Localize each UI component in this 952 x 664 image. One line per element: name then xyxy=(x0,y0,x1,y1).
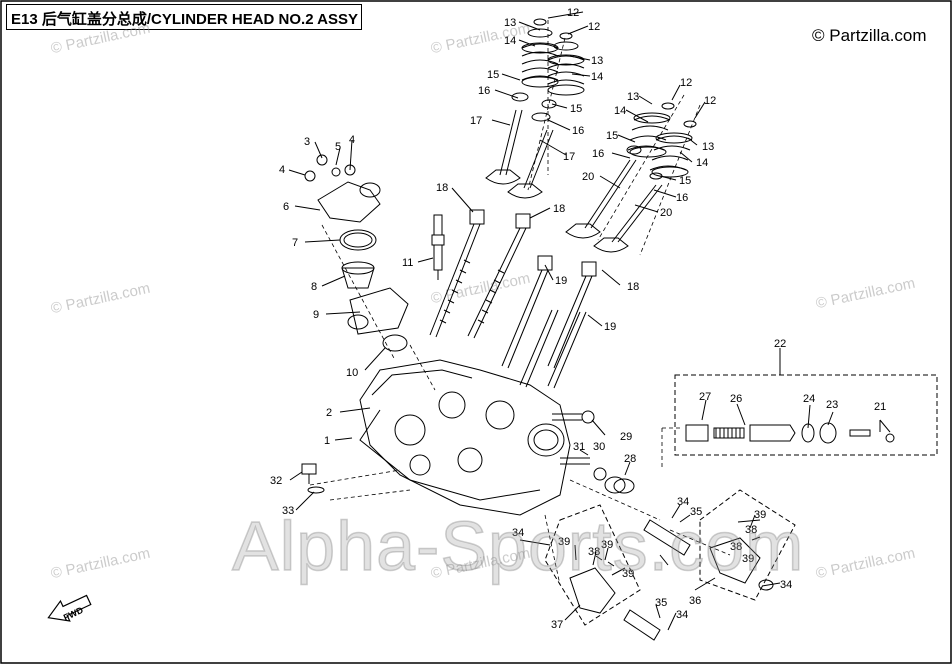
title-box: E13 后气缸盖分总成/CYLINDER HEAD NO.2 ASSY xyxy=(6,4,362,30)
callout-9: 9 xyxy=(313,309,319,321)
callout-34: 34 xyxy=(512,527,524,539)
callout-18: 18 xyxy=(627,281,639,293)
callout-27: 27 xyxy=(699,391,711,403)
diagram-title: E13 后气缸盖分总成/CYLINDER HEAD NO.2 ASSY xyxy=(11,11,359,28)
callout-4: 4 xyxy=(279,164,285,176)
callout-15: 15 xyxy=(487,69,499,81)
callout-23: 23 xyxy=(826,399,838,411)
callout-39: 39 xyxy=(601,539,613,551)
watermark-alpha-sports: Alpha-Sports.com xyxy=(231,506,805,586)
callout-5: 5 xyxy=(335,141,341,153)
callout-12: 12 xyxy=(588,21,600,33)
callout-34: 34 xyxy=(677,496,689,508)
callout-22: 22 xyxy=(774,338,786,350)
callout-37: 37 xyxy=(551,619,563,631)
callout-39: 39 xyxy=(754,509,766,521)
callout-35: 35 xyxy=(655,597,667,609)
callout-12: 12 xyxy=(680,77,692,89)
callout-36: 36 xyxy=(689,595,701,607)
callout-34: 34 xyxy=(780,579,792,591)
callout-16: 16 xyxy=(572,125,584,137)
callout-28: 28 xyxy=(624,453,636,465)
callout-19: 19 xyxy=(555,275,567,287)
callout-2: 2 xyxy=(326,407,332,419)
callout-34: 34 xyxy=(676,609,688,621)
callout-14: 14 xyxy=(614,105,626,117)
callout-14: 14 xyxy=(591,71,603,83)
callout-7: 7 xyxy=(292,237,298,249)
callout-26: 26 xyxy=(730,393,742,405)
callout-18: 18 xyxy=(553,203,565,215)
callout-8: 8 xyxy=(311,281,317,293)
callout-13: 13 xyxy=(591,55,603,67)
callout-31: 31 xyxy=(573,441,585,453)
callout-32: 32 xyxy=(270,475,282,487)
callout-17: 17 xyxy=(563,151,575,163)
callout-18: 18 xyxy=(436,182,448,194)
callout-labels: 12 12 13 14 13 14 15 16 15 16 17 17 12 1… xyxy=(62,7,886,631)
callout-13: 13 xyxy=(702,141,714,153)
callout-10: 10 xyxy=(346,367,358,379)
callout-24: 24 xyxy=(803,393,815,405)
callout-12: 12 xyxy=(567,7,579,19)
callout-6: 6 xyxy=(283,201,289,213)
callout-30: 30 xyxy=(593,441,605,453)
callout-20: 20 xyxy=(660,207,672,219)
callout-14: 14 xyxy=(504,35,516,47)
callout-19: 19 xyxy=(604,321,616,333)
callout-12: 12 xyxy=(704,95,716,107)
callout-20: 20 xyxy=(582,171,594,183)
callout-15: 15 xyxy=(570,103,582,115)
callout-38: 38 xyxy=(588,546,600,558)
callout-29: 29 xyxy=(620,431,632,443)
callout-4: 4 xyxy=(349,134,355,146)
callout-16: 16 xyxy=(676,192,688,204)
drawing-lines xyxy=(47,11,938,641)
callout-39: 39 xyxy=(622,568,634,580)
callout-38: 38 xyxy=(730,541,742,553)
callout-35: 35 xyxy=(690,506,702,518)
callout-33: 33 xyxy=(282,505,294,517)
callout-39: 39 xyxy=(558,536,570,548)
callout-13: 13 xyxy=(504,17,516,29)
callout-16: 16 xyxy=(478,85,490,97)
callout-21: 21 xyxy=(874,401,886,413)
callout-1: 1 xyxy=(324,435,330,447)
callout-15: 15 xyxy=(606,130,618,142)
fwd-label: FWD xyxy=(62,605,85,623)
callout-3: 3 xyxy=(304,136,310,148)
callout-16: 16 xyxy=(592,148,604,160)
callout-14: 14 xyxy=(696,157,708,169)
callout-39: 39 xyxy=(742,553,754,565)
callout-38: 38 xyxy=(745,524,757,536)
callout-13: 13 xyxy=(627,91,639,103)
copyright-text: © Partzilla.com xyxy=(812,26,927,45)
callout-11: 11 xyxy=(402,257,413,269)
callout-15: 15 xyxy=(679,175,691,187)
callout-17: 17 xyxy=(470,115,482,127)
